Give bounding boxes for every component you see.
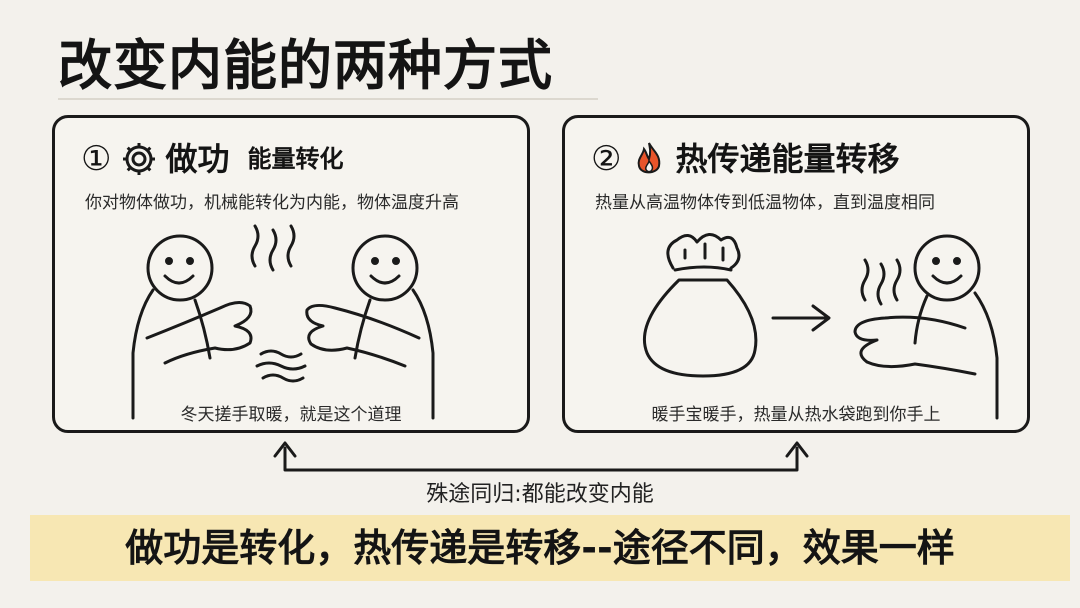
hot-water-bag-top — [666, 233, 741, 270]
work-panel-header: ① 做功 能量转化 — [81, 134, 344, 184]
rubbing-hands-illustration — [131, 224, 435, 420]
heat-heading: 热传递能量转移 — [675, 140, 900, 178]
hot-water-bag-illustration — [642, 233, 999, 420]
hot-water-bag — [642, 278, 758, 378]
page-title: 改变内能的两种方式 — [58, 34, 553, 97]
left-person-body — [131, 288, 155, 420]
work-subheading: 能量转化 — [247, 145, 344, 173]
fire-icon — [638, 142, 661, 174]
left-person-head — [146, 234, 214, 302]
work-caption: 冬天搓手取暖，就是这个道理 — [180, 405, 402, 425]
panel-number: ② — [591, 139, 622, 179]
summary-banner-text: 做功是转化，热传递是转移--途径不同，效果一样 — [125, 526, 955, 570]
heat-description: 热量从高温物体传到低温物体，直到温度相同 — [595, 193, 935, 213]
gear-icon — [123, 143, 156, 175]
person-head — [913, 234, 981, 302]
heat-panel-header: ② 热传递能量转移 — [591, 134, 900, 184]
panel-number: ① — [81, 139, 112, 179]
work-heading: 做功 — [165, 140, 230, 178]
transfer-arrow — [771, 304, 831, 332]
person-body — [973, 291, 999, 420]
work-panel: ① 做功 能量转化 你对物体做功，机械能转化为内能，物体温度升高 — [52, 115, 530, 433]
heat-caption: 暖手宝暖手，热量从热水袋跑到你手上 — [651, 405, 941, 425]
heat-transfer-panel: ② 热传递能量转移 热量从高温物体传到低温物体，直到温度相同 — [562, 115, 1030, 433]
connector-label: 殊途同归:都能改变内能 — [426, 482, 654, 507]
right-person-body — [411, 288, 435, 420]
title-underline — [58, 98, 598, 100]
summary-banner — [30, 515, 1070, 581]
work-description: 你对物体做功，机械能转化为内能，物体温度升高 — [85, 193, 459, 213]
right-person-head — [351, 234, 419, 302]
